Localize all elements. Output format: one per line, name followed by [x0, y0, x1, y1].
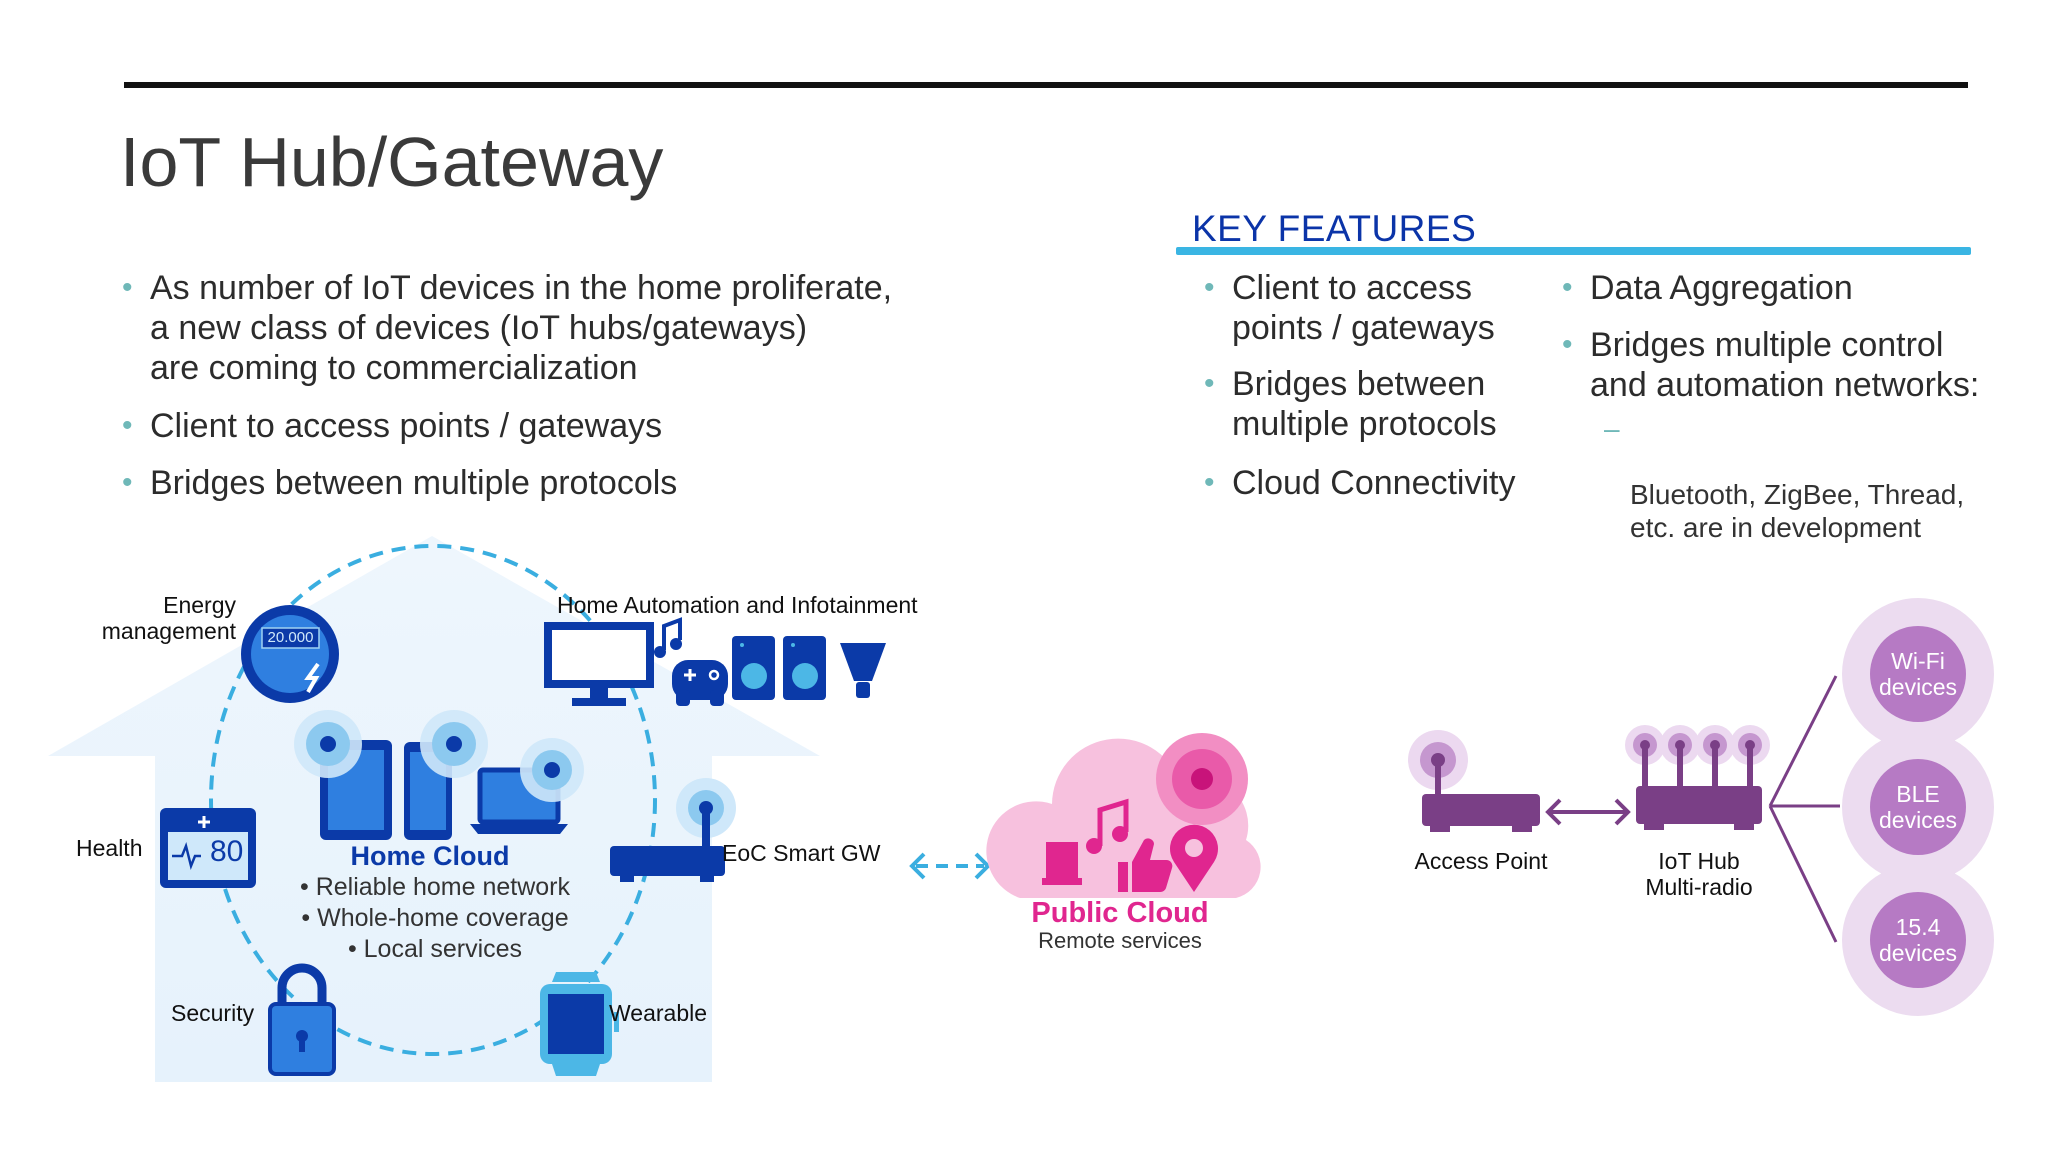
dashed-arrow-icon: [909, 852, 991, 880]
home-cloud-item-text: Whole-home coverage: [317, 904, 569, 932]
gateway-icon: [610, 778, 736, 882]
signal-icon: [420, 710, 488, 778]
intro-bullet-text: Client to access points / gateways: [150, 407, 663, 445]
154-devices-label: 15.4 devices: [1879, 914, 1957, 966]
signal-icon: [294, 710, 362, 778]
key-features-rule: [1176, 247, 1971, 255]
key-feature-text: Bridges between multiple protocols: [1232, 365, 1497, 443]
energy-meter-icon: [241, 605, 339, 703]
bullet-icon: •: [1562, 328, 1573, 361]
thumbs-up-icon: [1118, 838, 1173, 893]
access-point-label: Access Point: [1414, 848, 1548, 874]
access-point-icon: [1408, 730, 1540, 832]
iot-hub-label: IoT Hub Multi-radio: [1645, 848, 1753, 900]
antenna-signal-icon: [1730, 725, 1770, 787]
double-arrow-icon: [1545, 798, 1631, 826]
padlock-icon: [268, 963, 336, 1076]
154-devices-circle: [1842, 864, 1994, 1016]
lamp-icon: [840, 643, 886, 698]
bullet-icon: •: [1204, 367, 1215, 400]
home-automation-label: Home Automation and Infotainment: [557, 592, 918, 618]
key-feature-text: Cloud Connectivity: [1232, 464, 1516, 502]
bullet-icon: •: [1562, 271, 1573, 304]
home-cloud-item: • Local services: [347, 935, 523, 963]
intro-bullet-2: • Client to access points / gateways: [122, 406, 990, 446]
iot-hub-icon: [1625, 725, 1770, 830]
eoc-smart-gw-label: EoC Smart GW: [722, 840, 881, 866]
key-features-heading: KEY FEATURES: [1192, 208, 1477, 249]
bullet-icon: •: [122, 409, 133, 442]
home-cloud-item: • Whole-home coverage: [301, 904, 569, 932]
smartwatch-icon: [540, 972, 619, 1076]
key-feature-item: • Cloud Connectivity: [1204, 463, 1562, 503]
wifi-devices-label: Wi-Fi devices: [1879, 648, 1957, 700]
security-label: Security: [171, 1000, 255, 1026]
ble-devices-circle: [1842, 731, 1994, 883]
health-label: Health: [76, 835, 143, 861]
key-feature-subtext: Bluetooth, ZigBee, Thread, etc. are in d…: [1630, 479, 1965, 543]
book-icon: [1042, 842, 1082, 885]
key-feature-item: • Data Aggregation: [1562, 268, 1990, 308]
antenna-signal-icon: [1660, 725, 1700, 787]
intro-bullet-text: As number of IoT devices in the home pro…: [150, 269, 893, 387]
music-note-icon: [1086, 798, 1129, 854]
wearable-label: Wearable: [609, 1000, 708, 1026]
gamepad-icon: [672, 660, 728, 706]
antenna-signal-icon: [1625, 725, 1665, 787]
public-cloud-title: Public Cloud: [1031, 897, 1209, 929]
bullet-icon: •: [1204, 466, 1215, 499]
ble-devices-label: BLE devices: [1879, 781, 1957, 833]
public-cloud-subtitle: Remote services: [1038, 928, 1202, 953]
connection-lines: [1768, 675, 1840, 943]
washing-machine-icon: [732, 636, 775, 700]
health-monitor-icon: [160, 808, 256, 888]
signal-icon: [520, 738, 584, 802]
music-note-icon: [654, 617, 682, 658]
intro-bullet-1: • As number of IoT devices in the home p…: [122, 268, 990, 388]
wifi-devices-circle: [1842, 598, 1994, 750]
top-rule: [124, 82, 1968, 88]
intro-bullet-text: Bridges between multiple protocols: [150, 464, 678, 502]
home-dashed-ring: [209, 544, 657, 1056]
key-feature-item: • Client to access points / gateways: [1204, 268, 1562, 348]
home-cloud-title: Home Cloud: [350, 841, 510, 871]
key-feature-subitem: – Bluetooth, ZigBee, Thread, etc. are in…: [1604, 412, 1990, 544]
key-feature-text: Client to access points / gateways: [1232, 269, 1495, 347]
health-reading: 80: [210, 835, 244, 868]
key-feature-item: • Bridges between multiple protocols: [1204, 364, 1562, 444]
meter-reading: 20.000: [267, 629, 314, 646]
key-feature-text: Bridges multiple control and automation …: [1590, 326, 1980, 404]
dash-icon: –: [1604, 413, 1620, 444]
bullet-icon: •: [1204, 271, 1215, 304]
bullet-icon: •: [122, 271, 133, 304]
key-feature-text: Data Aggregation: [1590, 269, 1853, 307]
energy-management-label: Energy management: [101, 592, 236, 644]
home-cloud-item: • Reliable home network: [300, 873, 570, 901]
bullet-icon: •: [122, 466, 133, 499]
page-title: IoT Hub/Gateway: [120, 123, 664, 201]
monitor-icon: [544, 622, 654, 706]
antenna-signal-icon: [1695, 725, 1735, 787]
home-cloud-item-text: Local services: [363, 935, 523, 963]
home-cloud-item-text: Reliable home network: [315, 873, 570, 901]
dryer-icon: [783, 636, 826, 700]
location-pin-icon: [1170, 824, 1219, 892]
intro-bullet-3: • Bridges between multiple protocols: [122, 463, 990, 503]
key-feature-item: • Bridges multiple control and automatio…: [1562, 325, 1990, 405]
